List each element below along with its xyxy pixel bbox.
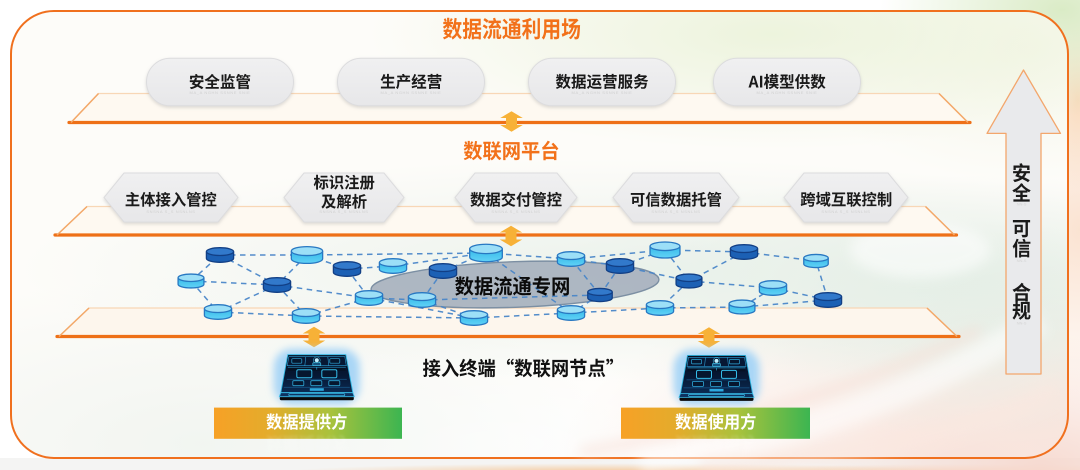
svg-text:SNSNA S_S NSNLNS: SNSNA S_S NSNLNS xyxy=(319,209,368,214)
svg-text:NN-S: NN-S xyxy=(1017,202,1027,207)
svg-text:MA_A NGHN SSNNE SNIE: MA_A NGHN SSNNE SNIE xyxy=(190,90,251,95)
svg-text:MA_A NGHN SSNNE SNIE: MA_A NGHN SSNNE SNIE xyxy=(572,90,633,95)
svg-text:NN-S: NN-S xyxy=(1017,258,1027,263)
svg-text:MA_A NGHN SSNNE SNIE: MA_A NGHN SSNNE SNIE xyxy=(757,90,818,95)
svg-text:SNSNA S_S NSNLNS: SNSNA S_S NSNLNS xyxy=(821,209,870,214)
svg-text:SNSNA S_S NSNLNS: SNSNA S_S NSNLNS xyxy=(491,209,540,214)
svg-text:MA_A NGHN SSNNE SNIE: MA_A NGHN SSNNE SNIE xyxy=(381,90,442,95)
svg-text:NN-S: NN-S xyxy=(1017,321,1027,326)
svg-text:SNSNA S_S NSNLNS: SNSNA S_S NSNLNS xyxy=(651,209,700,214)
svg-text:SNSNA S_S NSNLNS: SNSNA S_S NSNLNS xyxy=(146,209,195,214)
